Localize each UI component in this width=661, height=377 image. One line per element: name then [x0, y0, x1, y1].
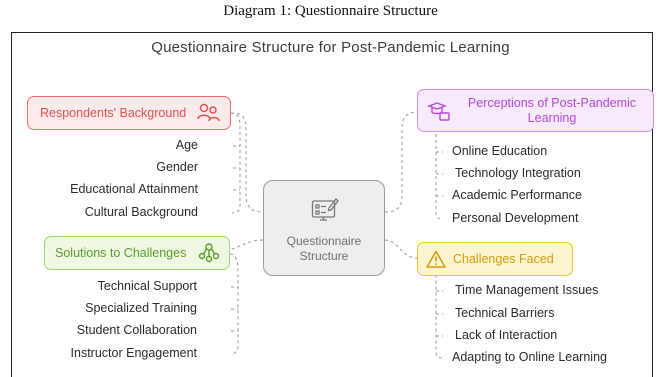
people-icon — [197, 103, 220, 122]
perceptions-item: Technology Integration — [455, 166, 581, 180]
branch-perceptions: Perceptions of Post-Pandemic Learning — [417, 89, 654, 132]
background-item: Gender — [156, 160, 198, 174]
connector-perceptions-items — [416, 117, 444, 220]
connector-center-solutions — [229, 239, 264, 251]
perceptions-item: Personal Development — [452, 211, 579, 225]
background-item: Age — [175, 138, 198, 152]
branch-solutions: Solutions to Challenges — [44, 236, 230, 270]
challenges-item: Adapting to Online Learning — [452, 350, 607, 364]
graduate-screen-icon — [427, 101, 450, 121]
collaboration-icon — [198, 243, 220, 263]
solutions-item: Student Collaboration — [76, 323, 197, 337]
connector-center-perceptions — [384, 111, 418, 213]
connector-background-center — [230, 112, 264, 213]
connector-solutions-items — [229, 253, 239, 355]
branch-background: Respondents' Background — [27, 96, 231, 130]
challenges-item: Technical Barriers — [455, 306, 555, 320]
branch-background-label: Respondents' Background — [40, 106, 187, 120]
branch-perceptions-label: Perceptions of Post-Pandemic Learning — [467, 95, 637, 125]
center-node-label: Questionnaire Structure — [286, 234, 362, 263]
diagram-title: Questionnaire Structure for Post-Pandemi… — [151, 39, 510, 56]
diagram-caption: Diagram 1: Questionnaire Structure — [223, 3, 438, 19]
perceptions-item: Online Education — [452, 144, 548, 158]
background-item: Educational Attainment — [70, 182, 198, 196]
solutions-item: Specialized Training — [85, 301, 197, 315]
form-monitor-icon — [311, 198, 339, 221]
perceptions-item: Academic Performance — [452, 188, 582, 202]
challenges-item: Time Management Issues — [455, 283, 599, 297]
branch-challenges: Challenges Faced — [417, 242, 573, 276]
diagram-frame — [11, 32, 653, 377]
warning-icon — [426, 250, 446, 268]
branch-solutions-label: Solutions to Challenges — [55, 246, 187, 260]
item-ticks-left — [231, 145, 240, 332]
connector-background-items — [230, 112, 241, 214]
solutions-item: Instructor Engagement — [70, 346, 197, 360]
connector-challenges-items — [416, 263, 444, 359]
connector-center-challenges — [384, 239, 418, 259]
center-node: Questionnaire Structure — [263, 180, 385, 276]
solutions-item: Technical Support — [97, 279, 197, 293]
background-item: Cultural Background — [84, 205, 198, 219]
branch-challenges-label: Challenges Faced — [453, 252, 554, 266]
challenges-item: Lack of Interaction — [455, 328, 558, 342]
